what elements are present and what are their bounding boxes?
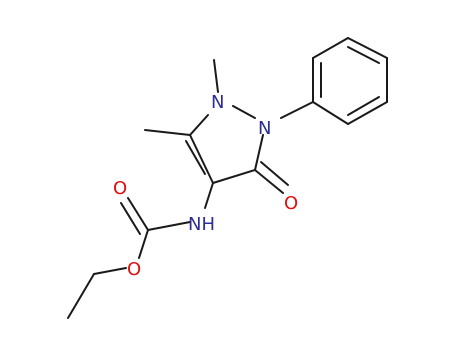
bond-ph-n2 bbox=[280, 101, 314, 119]
bond-c-o-double-1 bbox=[127, 197, 149, 231]
bond-ph-1 bbox=[312, 37, 349, 59]
bond-c3-o bbox=[254, 169, 284, 194]
bond-ph-5 bbox=[312, 101, 349, 125]
phenyl-ring bbox=[312, 37, 388, 125]
atom-n1: N bbox=[211, 92, 224, 113]
atom-o-carbamate-double: O bbox=[113, 178, 127, 199]
bond-c3-o-double bbox=[260, 161, 289, 186]
bond-ph-2 bbox=[347, 37, 388, 59]
atom-o-ring: O bbox=[284, 193, 298, 214]
bond-o-ch2 bbox=[93, 267, 127, 275]
bond-c4-c5-double bbox=[185, 140, 206, 175]
bond-c4-c5 bbox=[189, 134, 214, 184]
atom-n2: N bbox=[258, 118, 271, 139]
bond-c5-methyl bbox=[144, 129, 191, 136]
atom-o-carbamate-ester: O bbox=[127, 259, 141, 280]
bond-ch2-ch3 bbox=[67, 273, 95, 319]
bond-ph-4 bbox=[347, 101, 388, 125]
bond-ph-inner-1 bbox=[347, 46, 380, 64]
bond-c4-nh bbox=[204, 182, 214, 209]
bond-n1-methyl bbox=[213, 59, 219, 93]
bond-nh-c bbox=[147, 221, 191, 231]
bond-c5-n1 bbox=[189, 114, 209, 136]
atom-nh: NH bbox=[188, 214, 215, 235]
bond-c-o-ester bbox=[138, 229, 149, 259]
bond-ph-inner-2 bbox=[347, 96, 380, 116]
bond-c-o-double-2 bbox=[120, 202, 141, 235]
pyrazolone-ring bbox=[185, 105, 264, 184]
bond-c3-c4 bbox=[212, 169, 256, 184]
bond-n1-n2 bbox=[232, 105, 256, 119]
bond-n2-c3 bbox=[254, 134, 264, 171]
